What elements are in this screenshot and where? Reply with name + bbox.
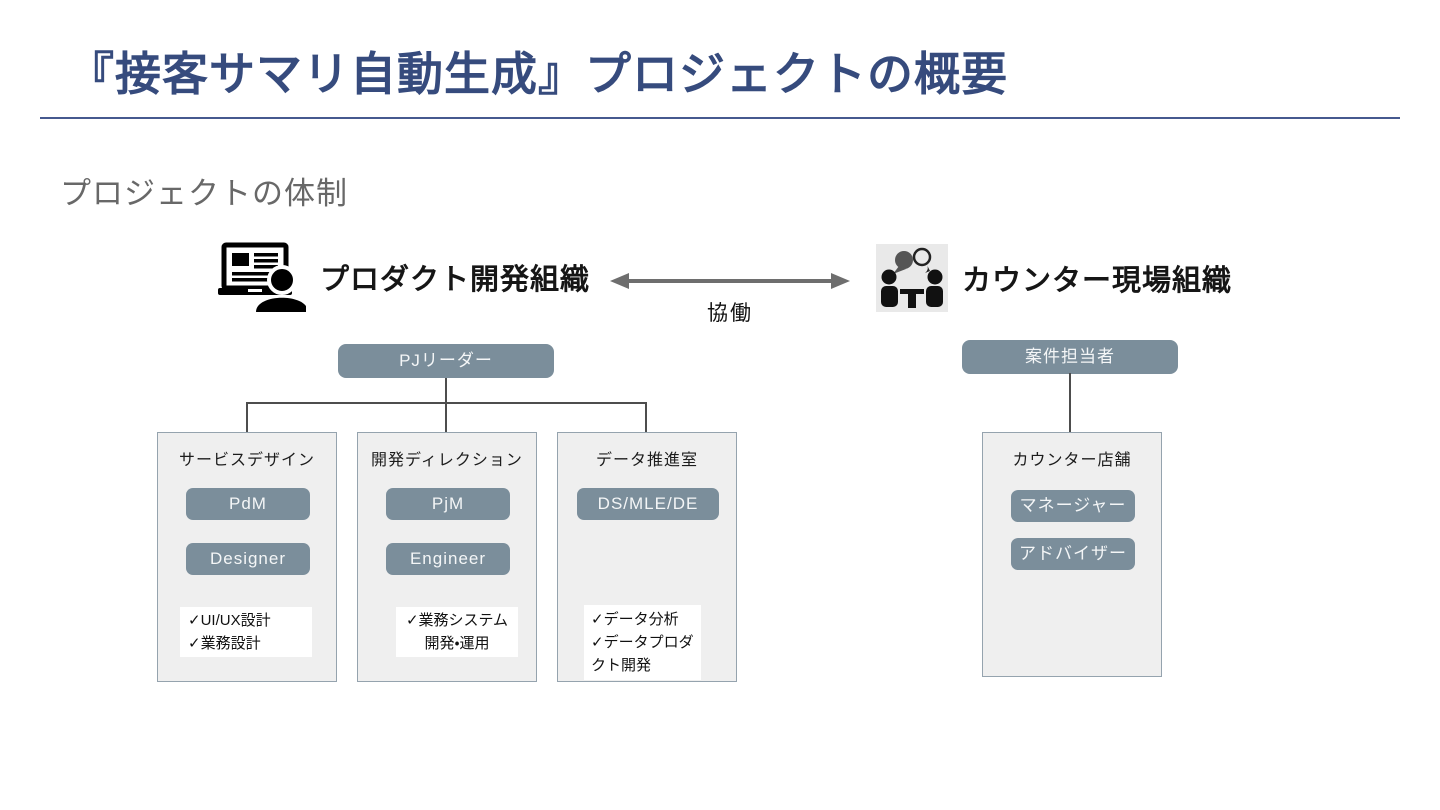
section-heading: プロジェクトの体制 — [60, 176, 348, 211]
role-manager: マネージャー — [1011, 490, 1135, 522]
role-designer: Designer — [186, 543, 310, 575]
connector-drop-1 — [246, 402, 248, 432]
dept-dev-direction: 開発ディレクション PjM Engineer ✓業務システム 開発・運用 — [357, 432, 537, 682]
role-engineer: Engineer — [386, 543, 510, 575]
arrow-shaft — [623, 279, 837, 283]
connector-drop-2 — [445, 402, 447, 432]
arrow-right-head-icon — [831, 273, 850, 289]
task-item: ✓業務システム — [405, 612, 509, 629]
arrow-left-head-icon — [610, 273, 629, 289]
dept-title: サービスデザイン — [178, 452, 315, 469]
connector-drop-3 — [645, 402, 647, 432]
task-item: ✓業務設計 — [188, 635, 261, 652]
dept-title: カウンター店舗 — [1012, 452, 1132, 469]
dept-title: データ推進室 — [595, 452, 698, 469]
connector-stem — [445, 378, 447, 404]
page-title: 『接客サマリ自動生成』プロジェクトの概要 — [68, 48, 1008, 100]
task-list: ✓業務システム 開発・運用 — [396, 607, 518, 657]
pj-leader-node: PJリーダー — [338, 344, 554, 378]
title-underline — [40, 117, 1400, 119]
task-list: ✓データ分析 ✓データプロダクト開発 — [584, 605, 701, 680]
counter-org-label: カウンター現場組織 — [962, 265, 1233, 297]
role-advisor: アドバイザー — [1011, 538, 1135, 570]
task-list: ✓UI/UX設計 ✓業務設計 — [180, 607, 312, 657]
case-owner-node: 案件担当者 — [962, 340, 1178, 374]
person-at-laptop-icon — [218, 242, 308, 312]
task-item: ✓データ分析 — [591, 611, 679, 628]
task-item: 開発・運用 — [424, 635, 490, 652]
dept-counter-store: カウンター店舗 マネージャー アドバイザー — [982, 432, 1162, 677]
task-item: ✓データプロダクト開発 — [591, 634, 694, 674]
connector-right — [1069, 373, 1071, 432]
product-dev-org-label: プロダクト開発組織 — [320, 264, 591, 296]
task-item: ✓UI/UX設計 — [188, 612, 271, 629]
counter-org-header: カウンター現場組織 — [876, 244, 1232, 312]
counter-meeting-icon — [876, 244, 948, 312]
dept-data-promotion: データ推進室 DS/MLE/DE ✓データ分析 ✓データプロダクト開発 — [557, 432, 737, 682]
role-pjm: PjM — [386, 488, 510, 520]
product-dev-org-header: プロダクト開発組織 — [218, 242, 590, 312]
collaboration-arrow — [610, 273, 850, 289]
dept-title: 開発ディレクション — [371, 452, 523, 469]
dept-service-design: サービスデザイン PdM Designer ✓UI/UX設計 ✓業務設計 — [157, 432, 337, 682]
role-ds-mle-de: DS/MLE/DE — [577, 488, 719, 520]
collaboration-label: 協働 — [707, 302, 753, 325]
role-pdm: PdM — [186, 488, 310, 520]
